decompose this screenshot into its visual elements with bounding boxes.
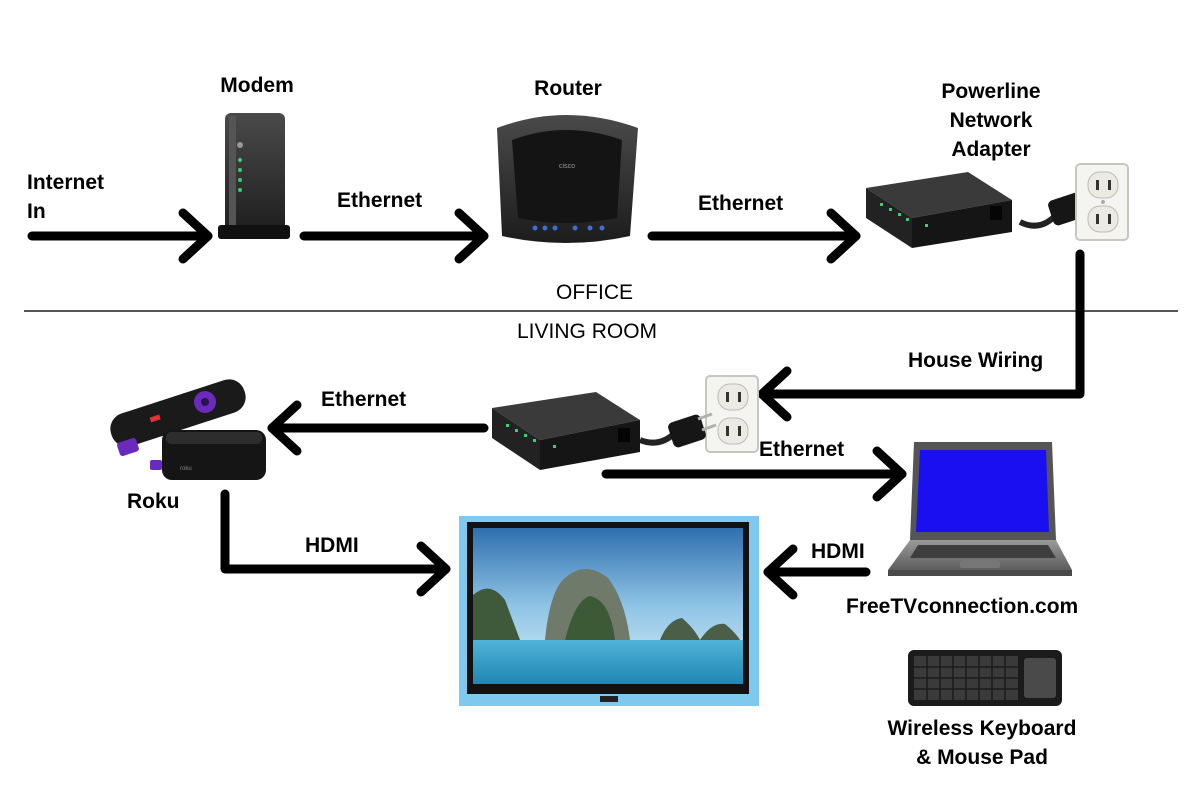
ethernet-label-modem-router: Ethernet xyxy=(337,189,423,212)
ethernet-label-router-adapter: Ethernet xyxy=(698,192,784,215)
arrow-house-wiring xyxy=(757,249,1085,422)
powerline-adapter-icon xyxy=(492,392,640,470)
router-label: Router xyxy=(534,77,602,100)
powerline-adapter-label: Powerline Network Adapter xyxy=(941,80,1041,161)
wall-outlet-icon xyxy=(705,375,759,453)
arrow-adapter-to-roku xyxy=(267,400,489,456)
wireless-keyboard-icon xyxy=(908,650,1062,706)
office-label: OFFICE xyxy=(556,281,633,304)
hdmi-label-laptop: HDMI xyxy=(811,540,865,563)
keyboard-label: Wireless Keyboard & Mouse Pad xyxy=(887,717,1077,769)
arrow-internet-to-modem xyxy=(27,208,213,264)
svg-text:cisco: cisco xyxy=(559,163,575,170)
modem-icon xyxy=(218,113,290,239)
roku-remote-icon xyxy=(110,379,246,456)
router-icon: cisco xyxy=(497,115,638,243)
ethernet-label-to-laptop: Ethernet xyxy=(759,438,845,461)
wall-outlet-icon xyxy=(1075,163,1129,241)
modem-label: Modem xyxy=(220,74,294,97)
laptop-icon xyxy=(888,442,1072,576)
ethernet-label-to-roku: Ethernet xyxy=(321,388,407,411)
living-room-label: LIVING ROOM xyxy=(517,320,658,343)
website-label: FreeTVconnection.com xyxy=(846,595,1079,618)
arrow-modem-to-router xyxy=(299,208,489,264)
connection-arrows xyxy=(27,208,1085,600)
powerline-adapter-icon xyxy=(866,172,1012,248)
arrow-laptop-to-tv xyxy=(763,544,871,600)
svg-text:roku: roku xyxy=(180,466,192,472)
roku-label: Roku xyxy=(127,490,180,513)
arrow-router-to-adapter xyxy=(647,208,861,264)
power-plug-icon xyxy=(638,412,717,448)
hdmi-label-roku: HDMI xyxy=(305,534,359,557)
house-wiring-label: House Wiring xyxy=(908,349,1044,372)
arrow-roku-to-tv xyxy=(220,489,451,597)
arrow-adapter-to-laptop xyxy=(601,446,907,502)
roku-box-icon: roku xyxy=(150,430,266,480)
internet-in-label: Internet In xyxy=(27,171,105,223)
television-icon xyxy=(459,516,759,706)
